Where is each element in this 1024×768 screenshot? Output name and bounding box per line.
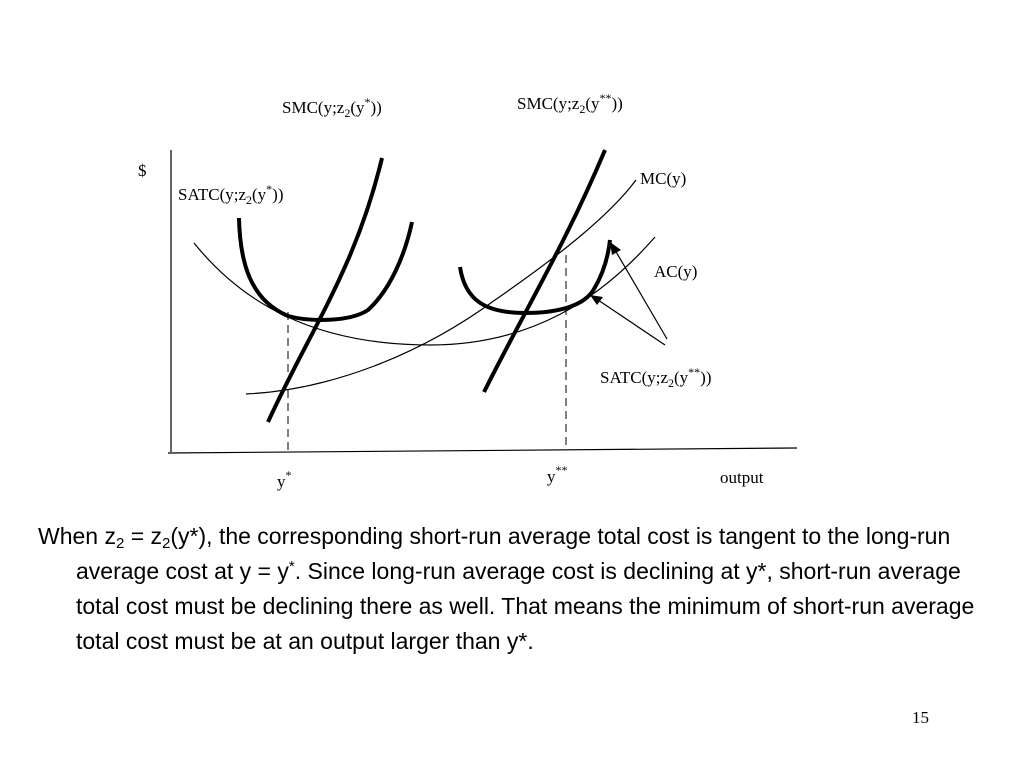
ac-curve xyxy=(193,236,656,346)
satc-star-star-curve xyxy=(458,239,612,316)
smc-star-star-curve xyxy=(482,149,607,393)
x-axis xyxy=(167,447,798,454)
smc-star-curve xyxy=(266,157,384,423)
satc-star-star-label: SATC(y;z2(y**)) xyxy=(600,365,712,390)
x-axis-label: output xyxy=(720,468,764,487)
y-star-label: y* xyxy=(277,468,292,491)
explanation-text: When z2 = z2(y*), the corresponding shor… xyxy=(38,523,975,654)
mc-curve xyxy=(245,179,637,395)
smc-star-label: SMC(y;z2(y*)) xyxy=(282,95,382,120)
y-star-star-label: y** xyxy=(547,463,568,486)
satc-star-label: SATC(y;z2(y*)) xyxy=(178,182,284,207)
satc-star-curve xyxy=(237,217,414,322)
cost-curves-diagram: $ SMC(y;z2(y*)) SMC(y;z2(y**)) SATC(y;z2… xyxy=(138,91,798,491)
page-number: 15 xyxy=(912,708,929,727)
smc-star-star-label: SMC(y;z2(y**)) xyxy=(517,91,623,116)
y-axis-label: $ xyxy=(138,161,147,180)
mc-label: MC(y) xyxy=(640,169,686,188)
satc-star-star-arrows xyxy=(590,242,668,346)
ac-label: AC(y) xyxy=(654,262,697,281)
